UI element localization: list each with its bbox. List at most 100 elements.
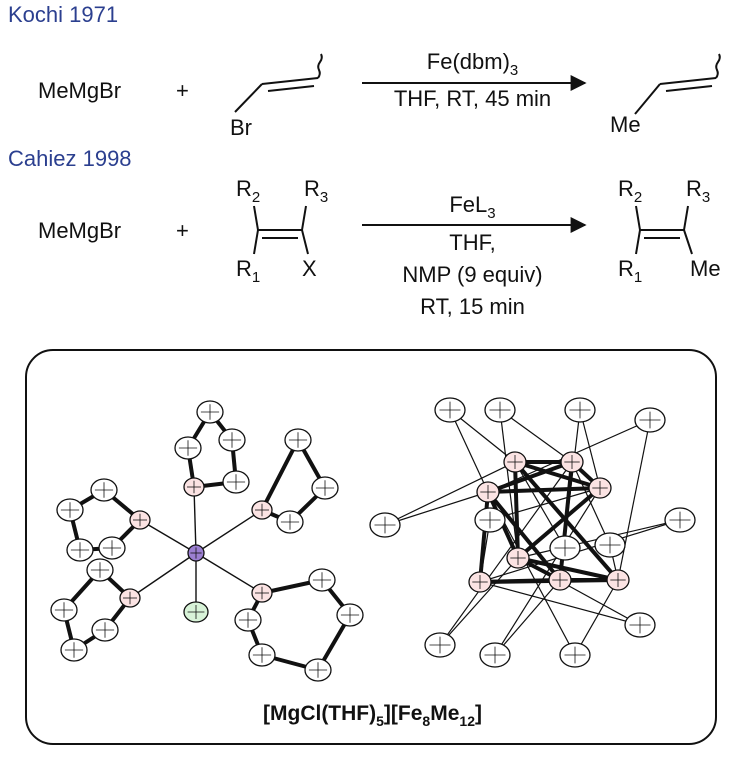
r1-substrate-structure — [234, 53, 323, 113]
r1-reagent: MeMgBr — [38, 78, 122, 103]
carbon-atom — [336, 603, 364, 627]
carbon-atom — [218, 428, 246, 452]
oxygen-atom — [251, 500, 273, 520]
bond — [489, 487, 601, 521]
carbon-atom — [311, 476, 339, 500]
methyl-carbon-atom — [474, 507, 506, 533]
bond — [195, 552, 263, 594]
bond — [193, 486, 197, 554]
methyl-carbon-atom — [434, 397, 466, 423]
r2-x-label: X — [302, 256, 317, 281]
bond — [514, 460, 601, 490]
bond — [384, 491, 489, 526]
iron-atom — [506, 547, 530, 569]
header-kochi: Kochi 1971 — [8, 2, 119, 27]
r2-product-r2-label: R2 — [618, 176, 643, 206]
bond — [129, 552, 197, 599]
r1-conditions-bottom: THF, RT, 45 min — [393, 86, 552, 111]
bond — [571, 461, 611, 546]
bond — [617, 419, 651, 581]
r2-r2-label: R2 — [236, 176, 261, 206]
r2-r1-label: R1 — [236, 256, 261, 286]
iron-atom — [588, 477, 612, 499]
iron-atom — [476, 481, 500, 503]
bond — [517, 556, 619, 582]
bond — [195, 509, 263, 554]
r1-product-structure — [634, 53, 721, 115]
bond — [499, 409, 519, 559]
r2-product-structure — [635, 205, 693, 255]
structure-caption: [MgCl(THF)5][Fe8Me12] — [263, 702, 482, 729]
r1-br-label: Br — [230, 115, 252, 140]
magnesium-atom — [187, 544, 205, 562]
carbon-atom — [60, 638, 88, 662]
carbon-atom — [196, 400, 224, 424]
methyl-carbon-atom — [479, 642, 511, 668]
bond — [439, 461, 573, 646]
carbon-atom — [50, 598, 78, 622]
r2-conditions-line2: THF, — [449, 230, 496, 255]
methyl-carbon-atom — [634, 407, 666, 433]
r2-product-me-label: Me — [690, 256, 721, 281]
methyl-carbon-atom — [594, 532, 626, 558]
methyl-carbon-atom — [564, 397, 596, 423]
carbon-atom — [304, 658, 332, 682]
methyl-carbon-atom — [624, 612, 656, 638]
fe8me12-structure — [369, 397, 696, 668]
methyl-carbon-atom — [484, 397, 516, 423]
methyl-carbon-atom — [549, 535, 581, 561]
r2-product-r3-label: R3 — [686, 176, 711, 206]
bond — [574, 579, 619, 656]
bond — [260, 439, 300, 511]
r2-reagent: MeMgBr — [38, 218, 122, 243]
oxygen-atom — [119, 588, 141, 608]
iron-atom — [468, 571, 492, 593]
methyl-carbon-atom — [424, 632, 456, 658]
crystal-structures-panel — [25, 349, 717, 745]
r1-product-me: Me — [610, 112, 641, 137]
carbon-atom — [98, 536, 126, 560]
bond — [499, 409, 573, 463]
carbon-atom — [248, 643, 276, 667]
iron-atom — [503, 451, 527, 473]
iron-atom — [606, 569, 630, 591]
carbon-atom — [86, 558, 114, 582]
carbon-atom — [222, 470, 250, 494]
bond — [139, 519, 197, 554]
methyl-carbon-atom — [369, 512, 401, 538]
bond — [439, 557, 519, 646]
r2-conditions-line4: RT, 15 min — [420, 294, 525, 319]
carbon-atom — [66, 538, 94, 562]
carbon-atom — [90, 478, 118, 502]
chlorine-atom — [183, 601, 209, 623]
iron-atom — [548, 569, 572, 591]
r1-conditions-top: Fe(dbm)3 — [426, 49, 519, 79]
r1-plus: + — [176, 78, 189, 103]
bond — [494, 487, 601, 656]
carbon-atom — [91, 618, 119, 642]
header-cahiez: Cahiez 1998 — [8, 146, 132, 171]
oxygen-atom — [251, 583, 273, 603]
carbon-atom — [174, 436, 202, 460]
oxygen-atom — [183, 477, 205, 497]
bond — [478, 491, 490, 583]
r2-r3-label: R3 — [304, 176, 329, 206]
carbon-atom — [308, 568, 336, 592]
bond — [517, 557, 641, 626]
bond — [384, 461, 516, 526]
carbon-atom — [234, 608, 262, 632]
methyl-carbon-atom — [559, 642, 591, 668]
carbon-atom — [276, 510, 304, 534]
oxygen-atom — [129, 510, 151, 530]
bond — [479, 581, 641, 626]
carbon-atom — [56, 498, 84, 522]
carbon-atom — [284, 428, 312, 452]
r2-conditions-top: FeL3 — [449, 192, 496, 222]
bond — [487, 486, 601, 494]
r2-substrate-structure — [253, 205, 309, 255]
bond — [494, 579, 561, 656]
r2-product-r1-label: R1 — [618, 256, 643, 286]
bond — [513, 461, 520, 559]
iron-atom — [560, 451, 584, 473]
